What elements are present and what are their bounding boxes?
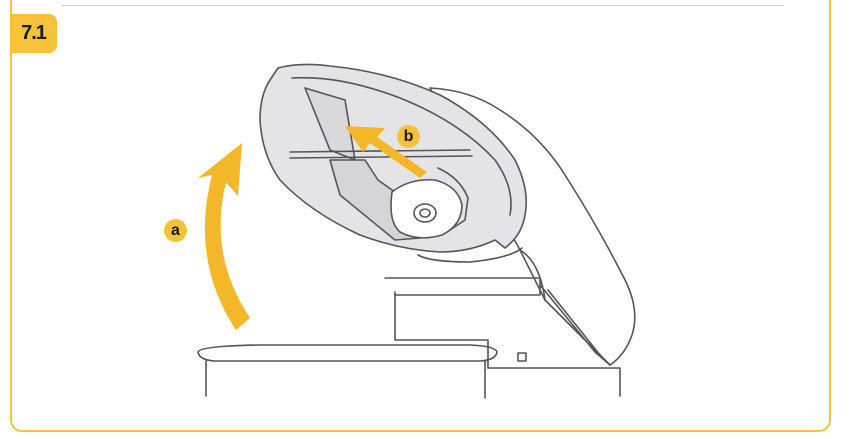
step-number-badge: 7.1 bbox=[10, 14, 57, 53]
callout-a: a bbox=[164, 219, 187, 242]
curved-lift-arrow-icon bbox=[198, 143, 250, 330]
straight-pull-arrow-icon bbox=[345, 126, 427, 178]
top-divider bbox=[62, 5, 784, 6]
step-panel bbox=[10, 0, 831, 432]
bowl-base bbox=[197, 344, 498, 399]
callout-b: b bbox=[397, 125, 420, 148]
lid-knob bbox=[390, 178, 463, 239]
